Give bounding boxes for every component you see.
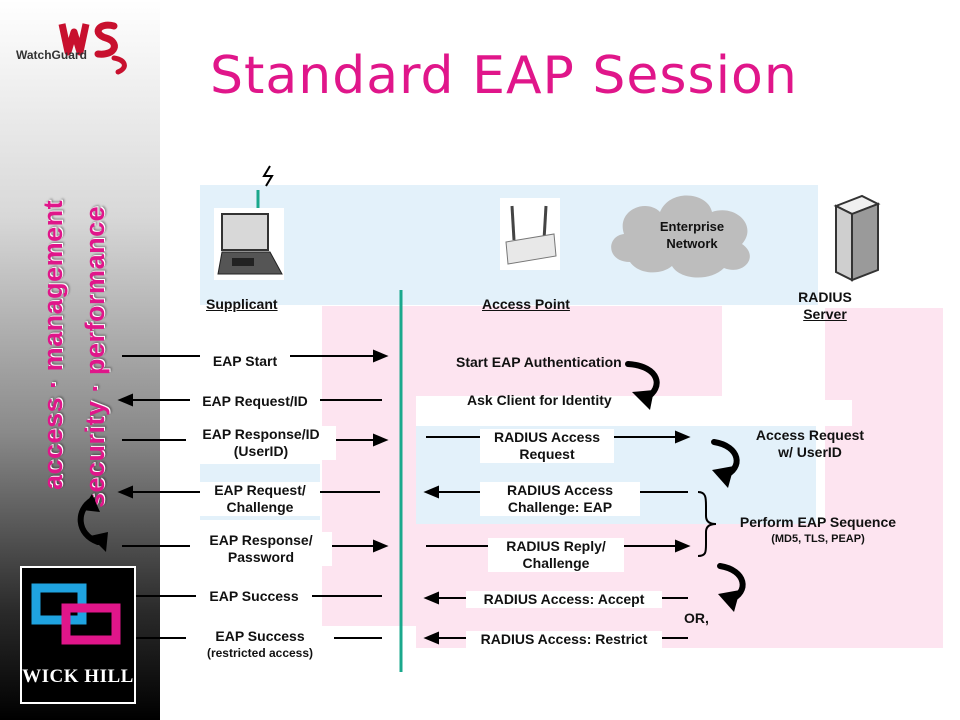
watchguard-wordmark: WatchGuard <box>16 48 87 62</box>
msg-eap-success: EAP Success <box>196 588 312 605</box>
perform-eap-l2: (MD5, TLS, PEAP) <box>771 533 865 545</box>
brace <box>697 491 717 557</box>
radius-access-request-l2: Request <box>519 446 575 462</box>
msg-or: OR, <box>684 610 709 626</box>
msg-eap-response-id: EAP Response/ID (UserID) <box>186 426 336 460</box>
eap-response-id-l1: EAP Response/ID <box>202 426 320 442</box>
eap-success-restricted-l1: EAP Success <box>215 628 305 644</box>
enterprise-line2: Network <box>666 236 718 251</box>
radius-reply-l2: Challenge <box>522 555 590 571</box>
msg-eap-request-challenge: EAP Request/ Challenge <box>200 482 320 516</box>
label-radius-server: RADIUS Server <box>790 289 860 323</box>
msg-radius-restrict: RADIUS Access: Restrict <box>466 631 662 648</box>
radius-access-request-l1: RADIUS Access <box>493 429 601 445</box>
laptop-icon <box>214 208 284 280</box>
server-icon <box>833 194 881 282</box>
msg-radius-access-challenge: RADIUS Access Challenge: EAP <box>480 482 640 516</box>
eap-response-password-l2: Password <box>227 549 295 565</box>
cloud-icon <box>611 195 750 278</box>
msg-ask-identity: Ask Client for Identity <box>467 392 612 408</box>
perform-eap-l1: Perform EAP Sequence <box>739 514 897 530</box>
msg-eap-response-password: EAP Response/ Password <box>190 532 332 566</box>
msg-radius-access-request: RADIUS Access Request <box>480 429 614 463</box>
label-supplicant: Supplicant <box>206 296 278 312</box>
msg-access-request: Access Request w/ UserID <box>750 427 870 461</box>
eap-response-password-l1: EAP Response/ <box>209 532 313 548</box>
watchguard-logo <box>14 18 144 78</box>
radius-access-challenge-l2: Challenge: EAP <box>507 499 613 515</box>
msg-eap-start: EAP Start <box>200 353 290 370</box>
msg-radius-accept: RADIUS Access: Accept <box>466 591 662 608</box>
msg-eap-success-restricted: EAP Success (restricted access) <box>186 628 334 662</box>
msg-eap-request-id: EAP Request/ID <box>190 393 320 410</box>
eap-response-id-l2: (UserID) <box>233 443 289 459</box>
msg-perform-eap: Perform EAP Sequence (MD5, TLS, PEAP) <box>728 514 908 548</box>
label-enterprise-network: Enterprise Network <box>650 218 734 252</box>
access-request-l1: Access Request <box>755 427 865 443</box>
pink-band-radius <box>825 308 943 648</box>
eap-request-challenge-l2: Challenge <box>226 499 294 515</box>
eap-request-challenge-l1: EAP Request/ <box>214 482 306 498</box>
radius-line2: Server <box>803 306 847 322</box>
access-request-l2: w/ UserID <box>778 444 842 460</box>
msg-radius-reply: RADIUS Reply/ Challenge <box>488 538 624 572</box>
eap-success-restricted-l2: (restricted access) <box>206 646 314 660</box>
access-point-icon <box>500 198 560 270</box>
msg-start-eap-auth: Start EAP Authentication <box>456 354 622 370</box>
white-strip <box>416 400 852 426</box>
lightning-icon <box>262 165 274 187</box>
wickhill-logo: WICK HILL <box>20 566 136 704</box>
radius-line1: RADIUS <box>798 289 852 305</box>
wickhill-wordmark: WICK HILL <box>22 666 134 687</box>
label-access-point: Access Point <box>482 296 570 312</box>
radius-reply-l1: RADIUS Reply/ <box>506 538 606 554</box>
page-title: Standard EAP Session <box>210 46 798 106</box>
enterprise-line1: Enterprise <box>659 219 725 234</box>
radius-access-challenge-l1: RADIUS Access <box>506 482 614 498</box>
